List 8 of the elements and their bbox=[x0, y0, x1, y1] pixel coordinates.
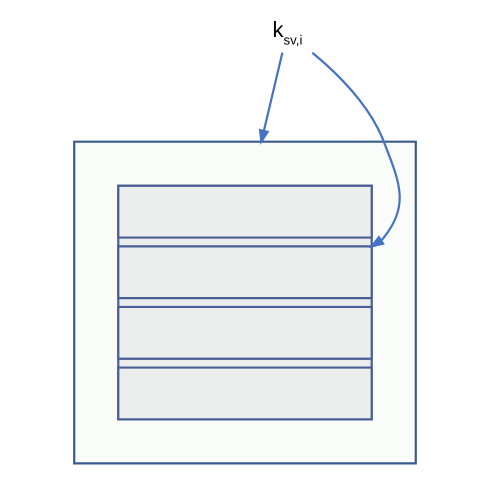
node-box bbox=[117, 306, 373, 360]
node-box bbox=[117, 184, 373, 239]
arrow bbox=[312, 52, 401, 248]
cluster bbox=[73, 140, 417, 465]
node-box bbox=[117, 366, 373, 420]
node-text: k$_{sv,i}$ bbox=[272, 17, 302, 48]
node-box bbox=[117, 245, 373, 300]
arrow bbox=[258, 52, 284, 145]
